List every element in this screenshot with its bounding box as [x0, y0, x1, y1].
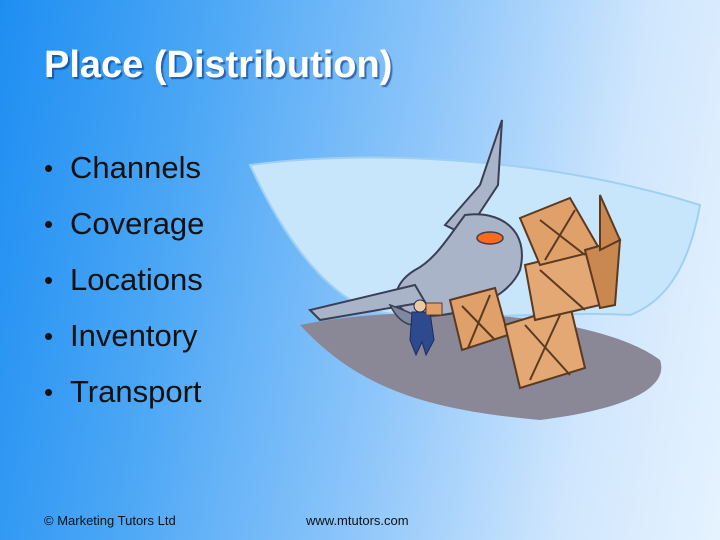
bullet-list: • Channels • Coverage • Locations • Inve…	[44, 140, 204, 420]
bullet-item: • Coverage	[44, 196, 204, 252]
plane-wing	[308, 283, 427, 322]
box-mark	[529, 314, 561, 381]
worker-head	[413, 299, 427, 313]
bullet-text: Locations	[70, 262, 203, 297]
box	[599, 194, 622, 252]
footer-copyright: © Marketing Tutors Ltd	[44, 513, 176, 528]
bullet-text: Channels	[70, 150, 201, 185]
worker-body	[409, 311, 435, 357]
bullet-item: • Transport	[44, 364, 204, 420]
bullet-text: Transport	[70, 374, 202, 409]
bullet-item: • Locations	[44, 252, 204, 308]
box-stack	[448, 194, 622, 390]
bullet-symbol: •	[44, 320, 54, 351]
bullet-symbol: •	[44, 264, 54, 295]
bullet-symbol: •	[44, 208, 54, 239]
box-mark	[467, 294, 491, 349]
worker-carried-box	[425, 302, 443, 316]
bullet-item: • Inventory	[44, 308, 204, 364]
slide-title: Place (Distribution)	[44, 44, 393, 86]
box-mark	[524, 324, 571, 376]
bullet-item: • Channels	[44, 140, 204, 196]
cargo-airplane-illustration	[248, 119, 702, 420]
plane-window	[476, 231, 504, 245]
box-mark	[539, 269, 586, 311]
bullet-text: Inventory	[70, 318, 198, 353]
box-mark	[544, 209, 576, 261]
footer-url: www.mtutors.com	[306, 513, 409, 528]
bullet-symbol: •	[44, 152, 54, 183]
bullet-text: Coverage	[70, 206, 205, 241]
bullet-symbol: •	[44, 376, 54, 407]
box-mark	[539, 219, 586, 256]
